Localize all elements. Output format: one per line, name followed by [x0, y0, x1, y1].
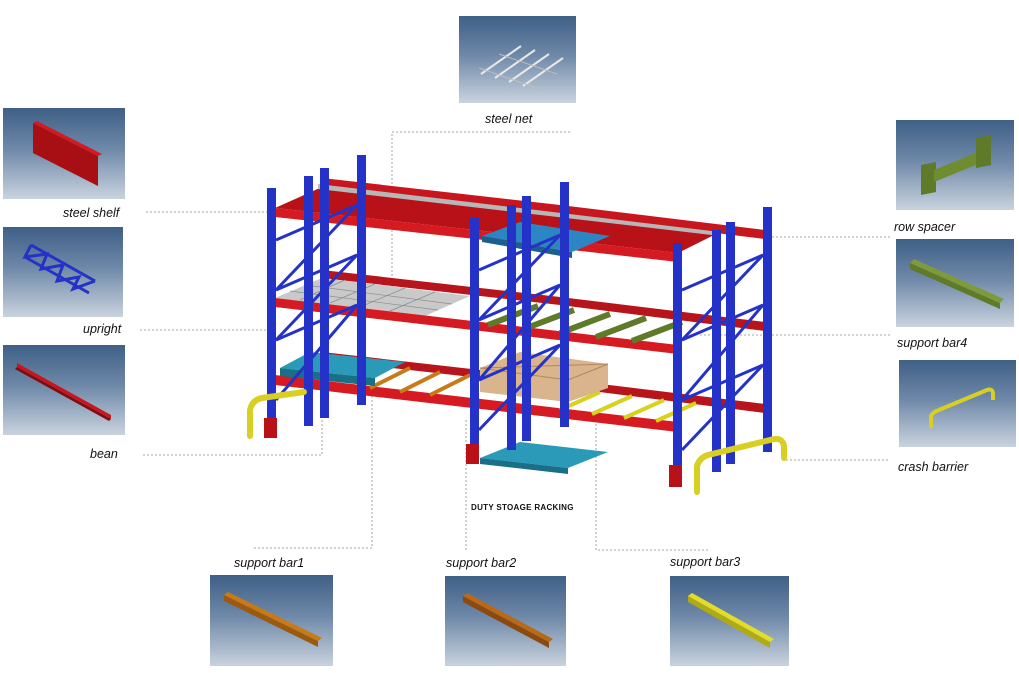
upright-bracing	[274, 203, 765, 452]
crash-barrier-icon	[929, 387, 995, 428]
label-support-bar1: support bar1	[234, 556, 305, 570]
label-support-bar4: support bar4	[897, 336, 968, 350]
crash-barriers	[247, 389, 787, 495]
support-bar4-icon	[910, 259, 1004, 309]
support-bar1-thumbnail	[210, 575, 333, 666]
steel-shelf-thumbnail	[3, 108, 125, 199]
support-bar2-icon	[463, 593, 553, 648]
label-bean: bean	[90, 447, 118, 461]
beam-icon	[15, 363, 111, 421]
label-crash-barrier: crash barrier	[898, 460, 969, 474]
upright-frame-icon	[22, 243, 96, 295]
support-bar1-icon	[224, 592, 322, 647]
steel-shelf-icon	[33, 121, 102, 186]
beam-thumbnail	[3, 345, 125, 435]
label-steel-shelf: steel shelf	[63, 206, 120, 220]
steel-net-icon	[478, 45, 564, 89]
crash-barrier-thumbnail	[899, 360, 1016, 447]
label-row-spacer: row spacer	[894, 220, 956, 234]
support-bar4-thumbnail	[896, 239, 1014, 327]
support-bar3-icon	[688, 593, 774, 648]
row-spacer-icon	[921, 135, 991, 195]
support-bar3-thumbnail	[670, 576, 789, 666]
label-support-bar2: support bar2	[446, 556, 517, 570]
steel-net-thumbnail	[459, 16, 576, 103]
support-bar2-thumbnail	[445, 576, 566, 666]
label-upright: upright	[83, 322, 122, 336]
label-steel-net: steel net	[485, 112, 533, 126]
diagram-title: DUTY STOAGE RACKING	[471, 503, 574, 512]
row-spacer-thumbnail	[896, 120, 1014, 210]
label-support-bar3: support bar3	[670, 555, 741, 569]
row-spacer-bar	[318, 184, 720, 236]
upright-thumbnail	[3, 227, 123, 317]
